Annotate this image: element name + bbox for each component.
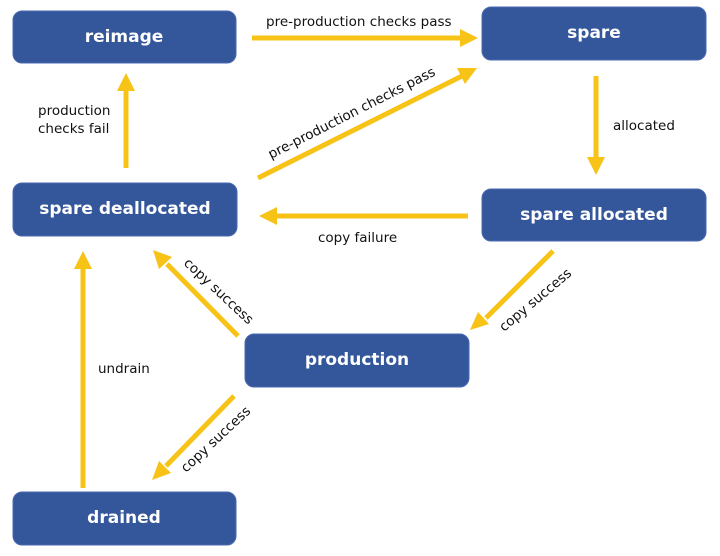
node-drained: drained: [12, 491, 237, 546]
node-reimage: reimage: [12, 10, 237, 64]
node-label: spare: [567, 23, 621, 43]
arrowhead: [457, 68, 477, 84]
edge-production-to-drained: [152, 394, 236, 480]
edge-label-allocated-to-dealloc: copy failure: [318, 230, 397, 246]
edge-production-to-dealloc: [153, 250, 240, 338]
node-production: production: [244, 333, 470, 388]
node-spare: spare: [481, 6, 707, 61]
edge-allocated-to-dealloc: [259, 207, 468, 225]
arrowhead: [117, 73, 135, 91]
node-label: production: [305, 350, 409, 370]
edge-label-spare-to-allocated: allocated: [613, 118, 675, 134]
edge-reimage-to-spare: [252, 29, 478, 47]
edge-label-drained-to-dealloc: undrain: [98, 361, 150, 377]
edge-label-dealloc-to-spare: pre-production checks pass: [266, 64, 439, 162]
edge-allocated-to-production: [470, 249, 555, 330]
edge-label-dealloc-to-reimage: production checks fail: [38, 103, 115, 137]
node-label: spare allocated: [520, 205, 668, 225]
arrowhead: [153, 250, 172, 269]
edge-dealloc-to-spare: [256, 68, 477, 181]
node-spare-deallocated: spare deallocated: [12, 182, 238, 237]
node-spare-allocated: spare allocated: [481, 188, 707, 242]
arrowhead: [259, 207, 277, 225]
arrowhead: [460, 29, 478, 47]
node-label: reimage: [85, 27, 164, 47]
node-label: spare deallocated: [39, 199, 210, 219]
edge-drained-to-dealloc: [74, 251, 92, 488]
edge-label-reimage-to-spare: pre-production checks pass: [266, 14, 452, 30]
arrowhead: [152, 461, 171, 480]
edge-label-allocated-to-production: copy success: [496, 265, 575, 335]
arrowhead: [587, 157, 605, 175]
arrowhead: [470, 312, 489, 330]
edge-dealloc-to-reimage: [117, 73, 135, 168]
node-label: drained: [87, 508, 161, 528]
edge-spare-to-allocated: [587, 76, 605, 175]
arrowhead: [74, 251, 92, 269]
